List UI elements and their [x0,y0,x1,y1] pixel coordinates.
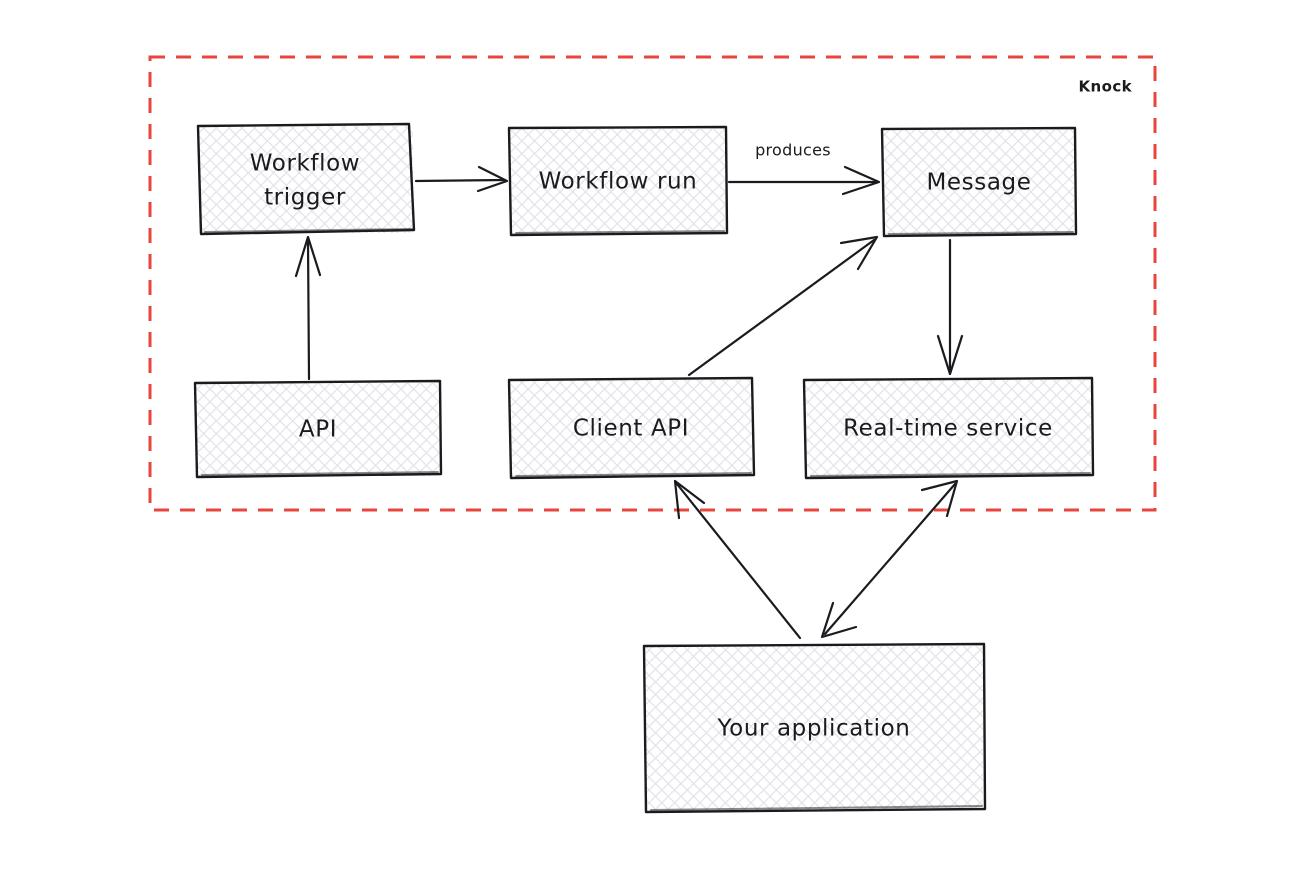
edge-app-real-time-arrowhead-top [920,479,959,518]
edge-message-to-real-time [936,238,964,376]
client-api-shadow [515,472,752,477]
real-time-service-shadow [810,472,1091,477]
edge-client-api-to-message [687,235,879,377]
edge-trigger-to-run-arrowhead [476,165,509,193]
workflow-trigger-fill [199,126,413,233]
api-shadow [201,471,439,476]
edge-label-produces: produces [755,141,831,160]
your-application-shadow [650,805,983,811]
real-time-service-fill [805,380,1091,476]
edge-client-api-to-message-arrowhead [839,235,879,271]
workflow-trigger-label-line2: trigger [264,185,346,211]
edge-trigger-to-run-line [414,178,506,183]
client-api-outline [507,376,756,480]
edge-run-to-message-arrowhead [841,165,881,196]
edge-run-to-message: produces [727,141,881,196]
node-your-application[interactable]: Your application [642,642,987,814]
edge-api-to-trigger-line [306,238,311,381]
knock-boundary-label: Knock [1079,78,1133,96]
edge-app-to-client-api-arrowhead [673,479,706,520]
workflow-run-outline [507,125,729,237]
workflow-trigger-outline [196,122,416,236]
knock-boundary-group: Knock [148,55,1157,512]
edge-app-real-time-line [823,482,957,636]
node-workflow-trigger[interactable]: Workflow trigger [196,122,416,236]
edge-app-to-client-api-line [675,482,802,640]
message-outline [880,126,1078,238]
edge-app-to-client-api [673,479,802,640]
message-label: Message [926,170,1031,196]
workflow-run-shadow [515,230,725,234]
node-client-api[interactable]: Client API [507,376,756,480]
api-label: API [299,417,337,443]
node-workflow-run[interactable]: Workflow run [507,125,729,237]
node-api[interactable]: API [193,379,443,479]
edge-message-to-real-time-arrowhead [936,334,964,376]
edge-api-to-trigger-arrowhead [294,235,322,278]
your-application-outline [642,642,987,814]
message-shadow [888,231,1074,235]
your-application-label: Your application [717,716,911,742]
edge-app-real-time-arrowhead-bottom [820,601,858,639]
client-api-fill [510,380,752,476]
your-application-fill [645,646,983,810]
real-time-service-outline [802,376,1095,480]
workflow-run-label: Workflow run [539,169,698,195]
edge-client-api-to-message-line [687,238,876,377]
real-time-service-label: Real-time service [843,416,1053,442]
workflow-run-fill [510,129,725,233]
message-fill [883,130,1074,234]
workflow-trigger-label-line1: Workflow [250,151,360,177]
knock-boundary-rect [148,55,1157,512]
node-real-time-service[interactable]: Real-time service [802,376,1095,480]
api-outline [193,379,443,479]
edge-app-real-time-bidirectional [820,479,959,639]
workflow-trigger-shadow [204,228,413,233]
node-message[interactable]: Message [880,126,1078,238]
api-fill [196,383,441,476]
client-api-label: Client API [573,416,689,442]
edge-api-to-trigger [294,235,322,381]
edge-trigger-to-run [414,165,509,193]
